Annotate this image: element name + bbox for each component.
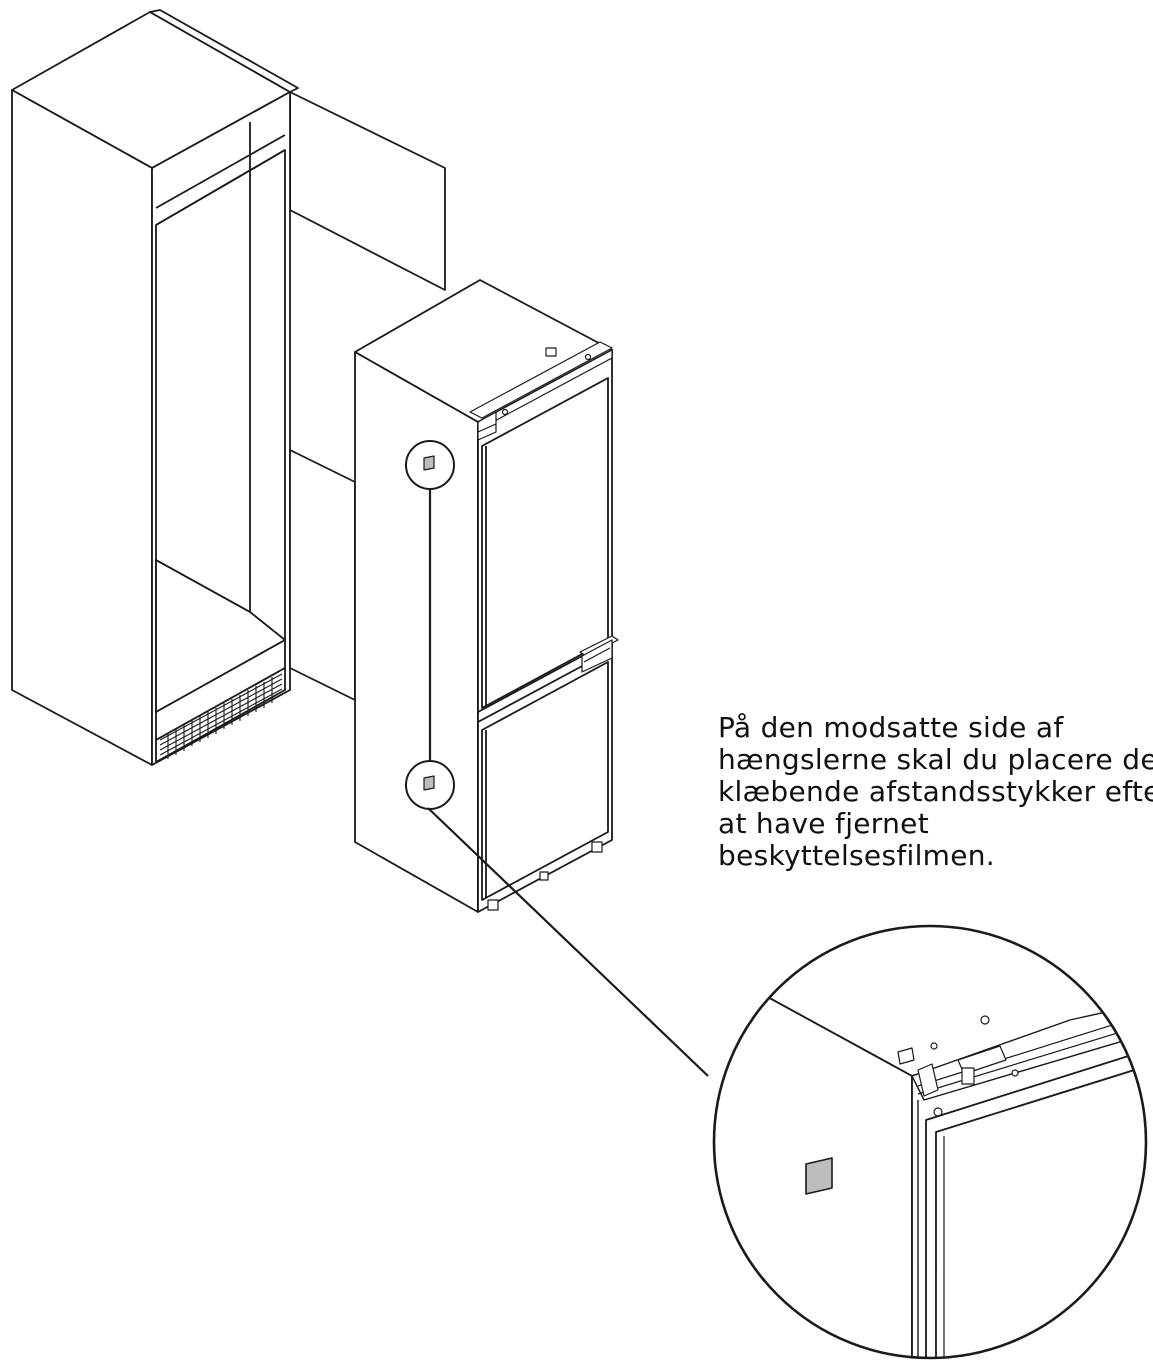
kitchen-cabinet [11,9,446,766]
top-hinge [469,341,613,441]
instruction-line-1: På den modsatte side af [718,711,1064,744]
zoom-leader-line [427,807,709,1077]
fridge-feet [487,841,603,911]
instruction-text: På den modsatte side af hængslerne skal … [718,711,1153,872]
instruction-line-4: at have fjernet [718,807,929,840]
instruction-line-5: beskyttelsesfilmen. [718,839,996,872]
ventilation-grille [159,673,283,759]
fridge-unit [354,279,613,913]
middle-hinge [579,635,619,673]
instruction-line-2: hængslerne skal du placere de [718,743,1153,776]
instruction-line-3: klæbende afstandsstykker efter [718,775,1153,808]
zoom-detail [712,924,1148,1360]
